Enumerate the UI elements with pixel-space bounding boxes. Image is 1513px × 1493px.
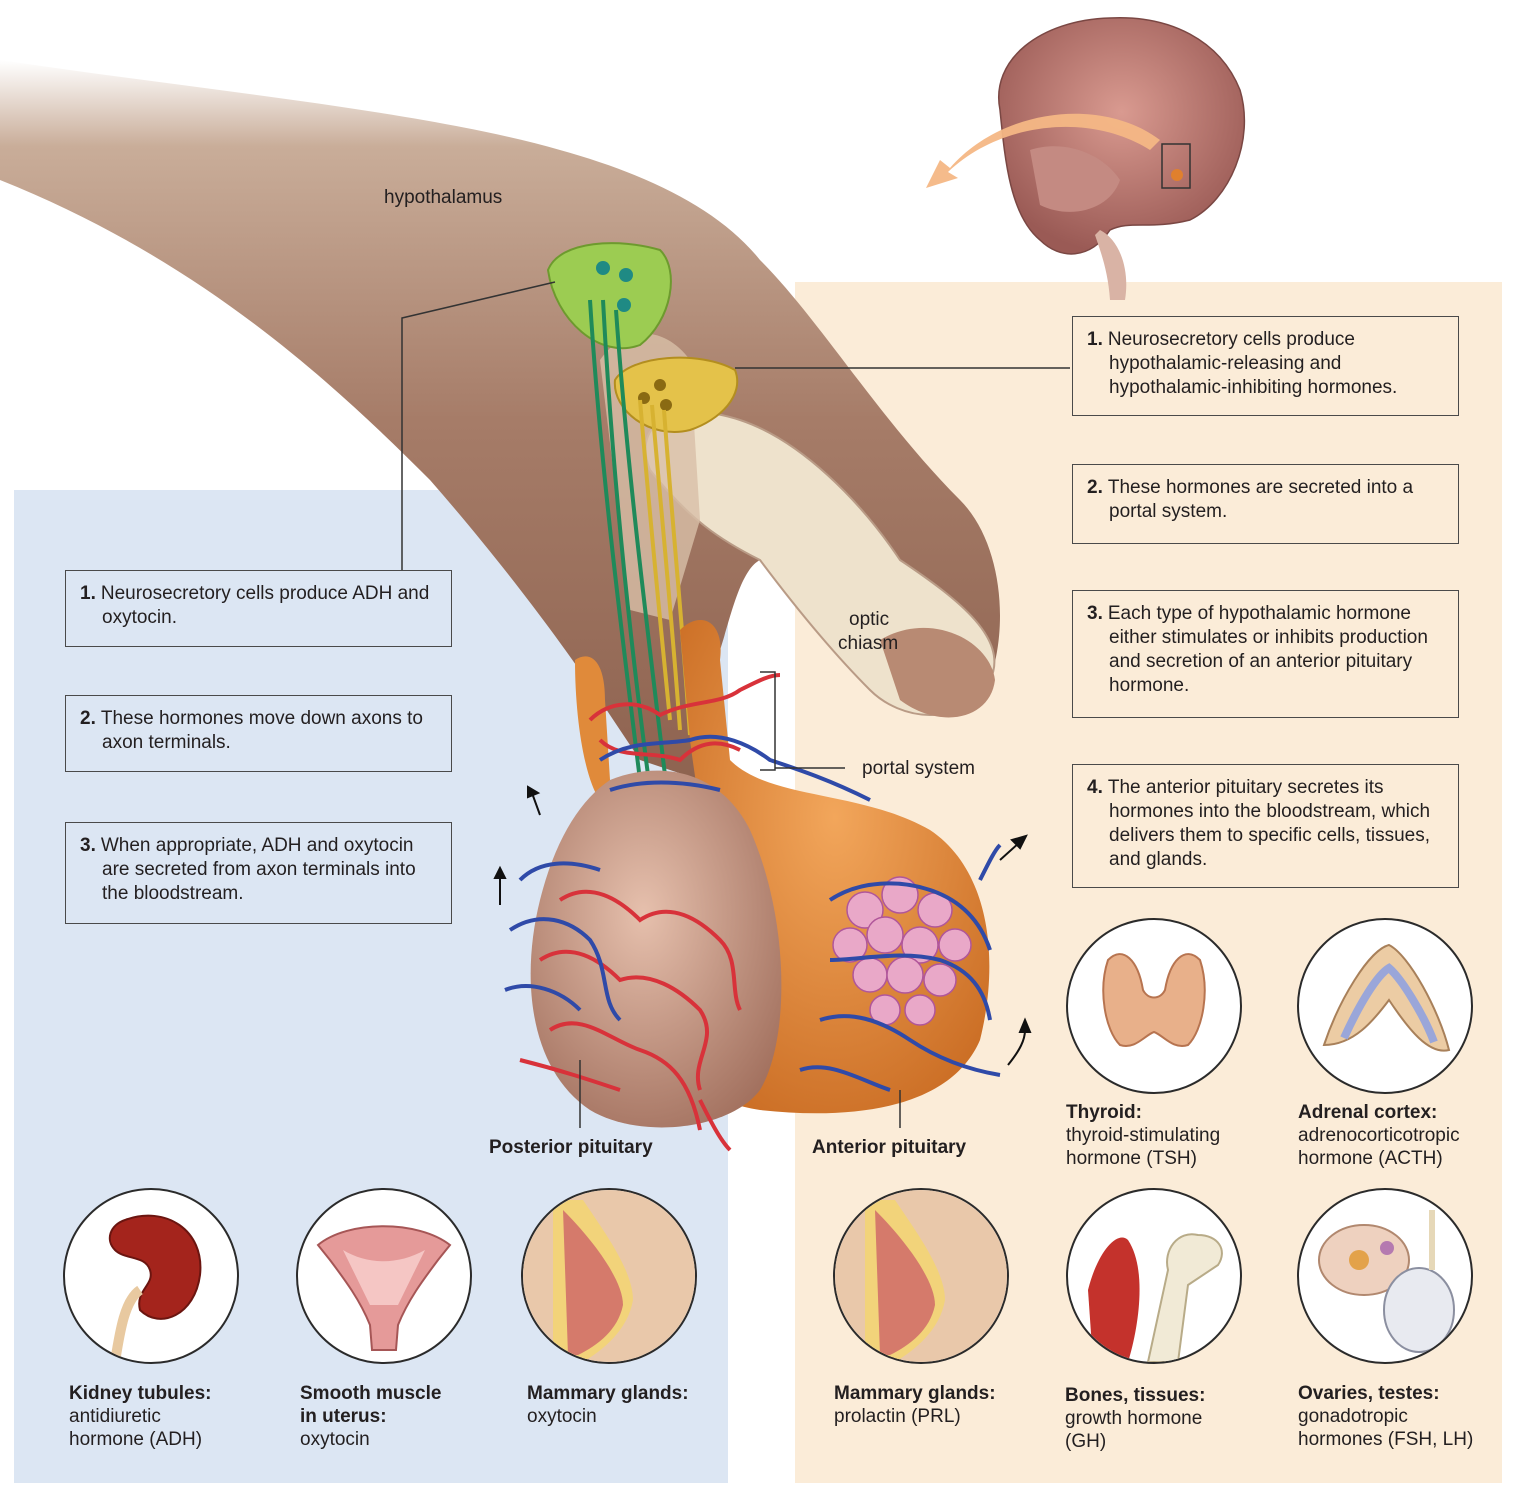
left-step-1: 1.Neurosecretory cells produce ADH and o… [65, 570, 452, 647]
portal-system-label: portal system [862, 757, 975, 780]
thyroid-caption: Thyroid: thyroid-stimulating hormone (TS… [1066, 1101, 1220, 1170]
gonads-caption: Ovaries, testes: gonadotropic hormones (… [1298, 1382, 1473, 1451]
kidney-icon [65, 1190, 237, 1362]
kidney-illustration [63, 1188, 239, 1364]
uterus-illustration [296, 1188, 472, 1364]
bone-muscle-icon [1068, 1190, 1240, 1362]
optic-chiasm-label-line1: optic [849, 608, 889, 631]
mammary-posterior-illustration [521, 1188, 697, 1364]
left-step-3: 3.When appropriate, ADH and oxytocin are… [65, 822, 452, 924]
adrenal-gland-icon [1299, 920, 1471, 1092]
adrenal-cortex-illustration [1297, 918, 1473, 1094]
kidney-caption: Kidney tubules: antidiuretic hormone (AD… [69, 1382, 212, 1451]
gonads-icon [1299, 1190, 1471, 1362]
uterus-caption: Smooth muscle in uterus: oxytocin [300, 1382, 441, 1451]
right-step-3: 3.Each type of hypothalamic hormone eith… [1072, 590, 1459, 718]
bones-caption: Bones, tissues: growth hormone (GH) [1065, 1384, 1205, 1453]
thyroid-illustration [1066, 918, 1242, 1094]
left-step-2: 2.These hormones move down axons to axon… [65, 695, 452, 772]
bones-tissues-illustration [1066, 1188, 1242, 1364]
mammary-anterior-illustration [833, 1188, 1009, 1364]
mammary-anterior-caption: Mammary glands: prolactin (PRL) [834, 1382, 996, 1428]
right-step-4: 4.The anterior pituitary secretes its ho… [1072, 764, 1459, 888]
hypothalamus-label: hypothalamus [384, 186, 502, 209]
right-step-2: 2.These hormones are secreted into a por… [1072, 464, 1459, 544]
mammary-gland-icon [523, 1190, 695, 1362]
posterior-pituitary-label: Posterior pituitary [489, 1136, 653, 1159]
hypothalamus-tissue [0, 60, 1000, 780]
brain-inset [926, 18, 1244, 300]
adrenal-caption: Adrenal cortex: adrenocorticotropic horm… [1298, 1101, 1460, 1170]
thyroid-icon [1068, 920, 1240, 1092]
anterior-pituitary-label: Anterior pituitary [812, 1136, 966, 1159]
mammary-posterior-caption: Mammary glands: oxytocin [527, 1382, 689, 1428]
uterus-icon [298, 1190, 470, 1362]
optic-chiasm-label-line2: chiasm [838, 632, 898, 655]
ovaries-testes-illustration [1297, 1188, 1473, 1364]
right-step-1: 1.Neurosecretory cells produce hypothala… [1072, 316, 1459, 416]
mammary-gland-icon-2 [835, 1190, 1007, 1362]
